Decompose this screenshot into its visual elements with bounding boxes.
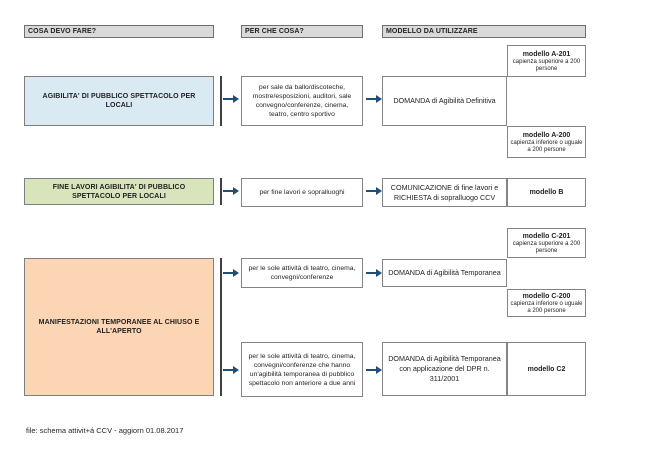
arrow-right-icon — [366, 365, 382, 375]
connector-line-row3 — [220, 258, 222, 396]
model-box-b: modello B — [507, 178, 586, 207]
arrow-right-icon — [366, 268, 382, 278]
model-box-c2: modello C2 — [507, 342, 586, 396]
action-box-domanda-agibilita-temporanea: DOMANDA di Agibilità Temporanea — [382, 259, 507, 287]
model-note: capienza superiore a 200 persone — [512, 240, 581, 254]
column-header-cosa-devo-fare: COSA DEVO FARE? — [24, 25, 214, 38]
purpose-box-attivita-teatro-agibilita-recente: per le sole attività di teatro, cinema, … — [241, 342, 363, 397]
arrow-right-icon — [223, 186, 239, 196]
action-box-domanda-agibilita-definitiva: DOMANDA di Agibilità Definitiva — [382, 76, 507, 126]
arrow-right-icon — [366, 94, 382, 104]
arrow-right-icon — [366, 186, 382, 196]
action-box-comunicazione-fine-lavori: COMUNICAZIONE di fine lavori e RICHIESTA… — [382, 178, 507, 207]
model-note: capienza superiore a 200 persone — [512, 58, 581, 72]
purpose-box-attivita-teatro: per le sole attività di teatro, cinema, … — [241, 258, 363, 288]
connector-line-row1 — [220, 76, 222, 126]
model-name: modello B — [529, 189, 564, 196]
column-header-modello-da-utilizzare: MODELLO DA UTILIZZARE — [382, 25, 586, 38]
model-box-a200: modello A-200 capienza inferiore o ugual… — [507, 126, 586, 158]
column-header-per-che-cosa: PER CHE COSA? — [241, 25, 363, 38]
model-name: modello C-200 — [522, 292, 571, 300]
arrow-right-icon — [223, 365, 239, 375]
source-box-agibilita-pubblico-spettacolo: AGIBILITA' DI PUBBLICO SPETTACOLO PER LO… — [24, 76, 214, 126]
source-box-fine-lavori: FINE LAVORI AGIBILITA' DI PUBBLICO SPETT… — [24, 178, 214, 205]
purpose-box-fine-lavori: per fine lavori e sopralluoghi — [241, 178, 363, 207]
file-info-footer: file: schema attivit+á CCV - aggiorn 01.… — [26, 426, 184, 435]
arrow-right-icon — [223, 94, 239, 104]
model-note: capienza inferiore o uguale a 200 person… — [510, 139, 583, 153]
model-name: modello C-201 — [522, 232, 571, 240]
action-box-domanda-temporanea-dpr-311: DOMANDA di Agibilità Temporanea con appl… — [382, 342, 507, 396]
model-box-c200: modello C-200 capienza inferiore o ugual… — [507, 289, 586, 317]
source-box-manifestazioni-temporanee: MANIFESTAZIONI TEMPORANEE AL CHIUSO E AL… — [24, 258, 214, 396]
connector-line-row2 — [220, 178, 222, 205]
model-name: modello A-200 — [522, 131, 571, 139]
model-note: capienza inferiore o uguale a 200 person… — [510, 300, 583, 314]
purpose-box-sale-ballo: per sale da ballo/discoteche, mostre/esp… — [241, 76, 363, 126]
model-box-a201: modello A-201 capienza superiore a 200 p… — [507, 45, 586, 77]
model-box-c201: modello C-201 capienza superiore a 200 p… — [507, 228, 586, 258]
arrow-right-icon — [223, 268, 239, 278]
model-name: modello A-201 — [522, 50, 571, 58]
model-name: modello C2 — [527, 365, 566, 373]
